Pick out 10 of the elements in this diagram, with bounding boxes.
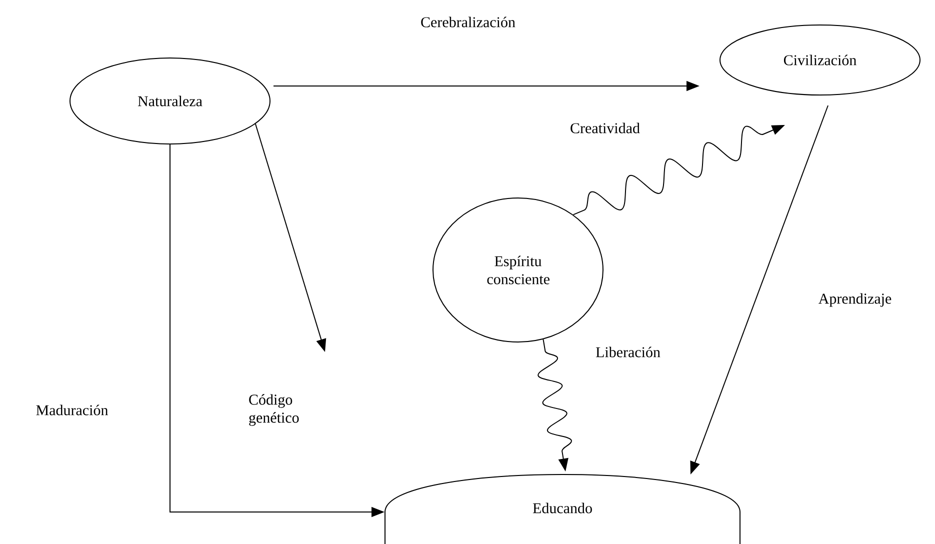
rounded-top-box: Educando [384, 474, 740, 544]
edge-label: Liberación [596, 346, 660, 358]
ellipse-node: Civilización [720, 24, 920, 96]
edge-label: Aprendizaje [818, 293, 892, 307]
edge-label: Código genético [249, 394, 299, 426]
ellipse-node: Naturaleza [70, 58, 270, 144]
edge-label: Creatividad [570, 122, 640, 134]
ellipse-node: Espíritu consciente [432, 198, 604, 342]
edge-label: Cerebralización [421, 16, 516, 28]
edge-label: Maduración [36, 404, 108, 416]
